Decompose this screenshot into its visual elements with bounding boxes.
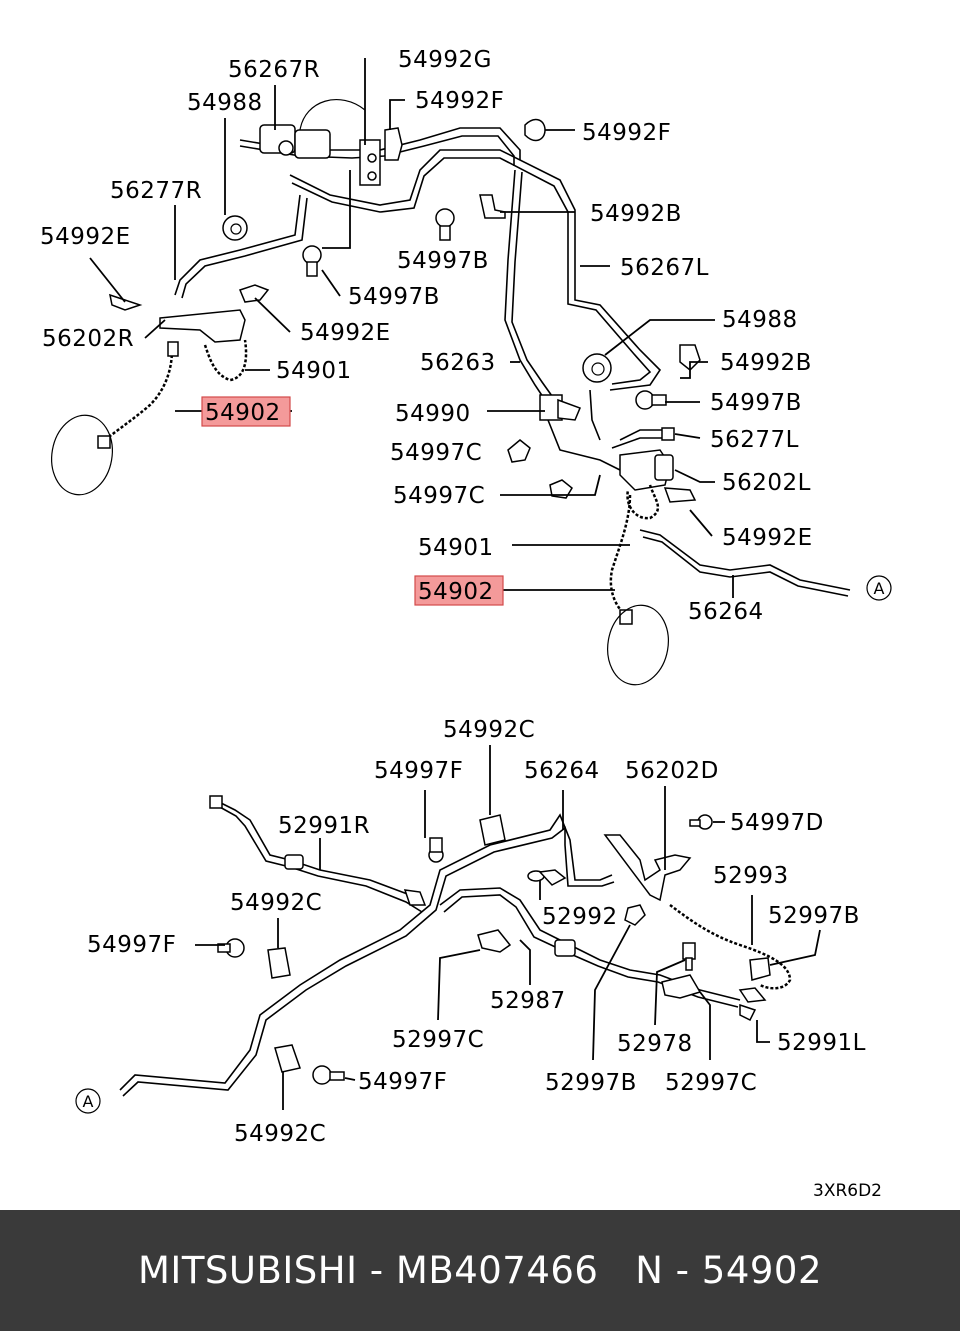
- connector-a-bottom: A: [75, 1088, 101, 1114]
- part-label[interactable]: 54997B: [348, 284, 440, 310]
- part-label[interactable]: 56202R: [42, 326, 134, 352]
- part-label[interactable]: 54997B: [397, 248, 489, 274]
- part-label[interactable]: 54992E: [722, 525, 813, 551]
- part-label[interactable]: 54992C: [234, 1121, 326, 1147]
- part-label[interactable]: 56277R: [110, 178, 202, 204]
- part-label[interactable]: 54988: [187, 90, 263, 116]
- footer-bar: MITSUBISHI - MB407466 N - 54902: [0, 1210, 960, 1331]
- footer-part-title: MITSUBISHI - MB407466 N - 54902: [138, 1249, 822, 1292]
- part-label[interactable]: 52997B: [545, 1070, 637, 1096]
- part-label[interactable]: 52987: [490, 988, 566, 1014]
- connector-a-top: A: [866, 575, 892, 601]
- part-label[interactable]: 52997B: [768, 903, 860, 929]
- part-label[interactable]: 54902: [205, 400, 281, 426]
- part-label[interactable]: 54997D: [730, 810, 824, 836]
- part-label[interactable]: 54992B: [590, 201, 682, 227]
- part-label[interactable]: 52992: [542, 904, 618, 930]
- highlight-54902-left: [201, 396, 291, 427]
- part-label[interactable]: 52993: [713, 863, 789, 889]
- part-label[interactable]: 54997C: [390, 440, 482, 466]
- part-label[interactable]: 54988: [722, 307, 798, 333]
- part-label[interactable]: 54992F: [415, 88, 504, 114]
- bottom-assembly-drawing: [119, 795, 792, 1097]
- part-label[interactable]: 56264: [524, 758, 600, 784]
- part-label[interactable]: 56267L: [620, 255, 709, 281]
- connector-a-label: A: [874, 579, 885, 598]
- part-label[interactable]: 54997B: [710, 390, 802, 416]
- connector-a-label: A: [83, 1092, 94, 1111]
- part-label[interactable]: 52978: [617, 1031, 693, 1057]
- drawing-code: 3XR6D2: [813, 1181, 882, 1201]
- top-leader-lines: [89, 58, 734, 598]
- part-labels: 56267R 54992G 54988 54992F 54992F 56277R…: [40, 47, 866, 1147]
- part-label[interactable]: 54902: [418, 579, 494, 605]
- part-label[interactable]: 52991R: [278, 813, 370, 839]
- part-label[interactable]: 56202L: [722, 470, 811, 496]
- part-label[interactable]: 56267R: [228, 57, 320, 83]
- part-label[interactable]: 56277L: [710, 427, 799, 453]
- part-label[interactable]: 54901: [276, 358, 352, 384]
- bottom-leader-lines: [195, 745, 821, 1110]
- part-label[interactable]: 54992F: [582, 120, 671, 146]
- part-label[interactable]: 56263: [420, 350, 496, 376]
- part-label[interactable]: 54992E: [300, 320, 391, 346]
- part-label[interactable]: 54992B: [720, 350, 812, 376]
- part-label[interactable]: 54997F: [358, 1069, 447, 1095]
- part-label[interactable]: 54990: [395, 401, 471, 427]
- part-label[interactable]: 56264: [688, 599, 764, 625]
- part-label[interactable]: 52991L: [777, 1030, 866, 1056]
- part-label[interactable]: 54992C: [443, 717, 535, 743]
- highlight-54902-right: [414, 575, 504, 606]
- part-label[interactable]: 54997C: [393, 483, 485, 509]
- part-label[interactable]: 54901: [418, 535, 494, 561]
- part-label[interactable]: 52997C: [665, 1070, 757, 1096]
- parts-diagram: A A 56267R 54992G 54988 54992F 54992F 56…: [40, 47, 892, 1201]
- part-label[interactable]: 54997F: [87, 932, 176, 958]
- part-label[interactable]: 52997C: [392, 1027, 484, 1053]
- top-assembly-drawing: [51, 99, 851, 686]
- part-label[interactable]: 54992E: [40, 224, 131, 250]
- part-label[interactable]: 56202D: [625, 758, 719, 784]
- part-label[interactable]: 54992G: [398, 47, 492, 73]
- part-label[interactable]: 54992C: [230, 890, 322, 916]
- part-label[interactable]: 54997F: [374, 758, 463, 784]
